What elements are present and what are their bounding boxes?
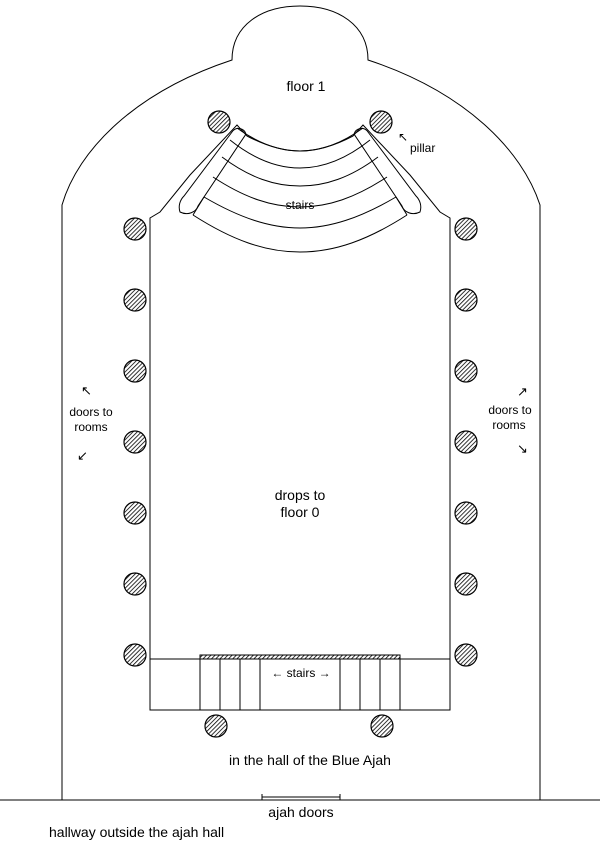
pillar <box>454 430 478 454</box>
pillars <box>123 110 478 738</box>
pillar <box>369 110 393 134</box>
outer-hall-wall <box>61 5 541 800</box>
lower-stairs-label: ← stairs → <box>271 666 330 680</box>
pillar <box>123 643 147 667</box>
doors-left-arrow-down: ↙ <box>77 448 88 463</box>
doors-right-arrow-down: ↘ <box>517 441 528 456</box>
doors-left-label-line1: doors to <box>69 405 113 419</box>
doors-right-label-line1: doors to <box>488 403 532 417</box>
doors-left-label-line2: rooms <box>74 420 107 434</box>
drop-label-line1: drops to <box>275 487 326 503</box>
pillar <box>123 430 147 454</box>
pillar <box>123 501 147 525</box>
floor-drop-opening <box>149 124 451 711</box>
pillar <box>123 288 147 312</box>
pillar <box>207 110 231 134</box>
doors-left-arrow-up: ↖ <box>81 383 92 398</box>
upper-stairs <box>192 127 408 253</box>
drop-label-line2: floor 0 <box>281 504 320 520</box>
pillar <box>454 359 478 383</box>
pillar <box>123 217 147 241</box>
pillar-arrow: ↖ <box>398 130 408 144</box>
pillar <box>454 643 478 667</box>
pillar <box>370 714 394 738</box>
lower-stairs <box>150 654 450 710</box>
floor-label: floor 1 <box>287 78 326 94</box>
doors-right-label-line2: rooms <box>492 418 525 432</box>
pillar <box>204 714 228 738</box>
hall-label: in the hall of the Blue Ajah <box>229 752 391 768</box>
pillar-label: pillar <box>410 141 435 155</box>
banister-right <box>353 127 422 215</box>
pillar <box>123 359 147 383</box>
hallway-label: hallway outside the ajah hall <box>49 824 224 840</box>
pillar <box>454 572 478 596</box>
lower-stairs-landing <box>199 654 401 660</box>
pillar <box>454 288 478 312</box>
pillar <box>454 217 478 241</box>
pillar <box>123 572 147 596</box>
ajah-doors-label: ajah doors <box>268 804 333 820</box>
pillar <box>454 501 478 525</box>
banister-left <box>178 127 247 215</box>
upper-stairs-label: stairs <box>286 198 315 212</box>
doors-right-arrow-up: ↗ <box>517 384 528 399</box>
ajah-doors <box>261 794 341 800</box>
